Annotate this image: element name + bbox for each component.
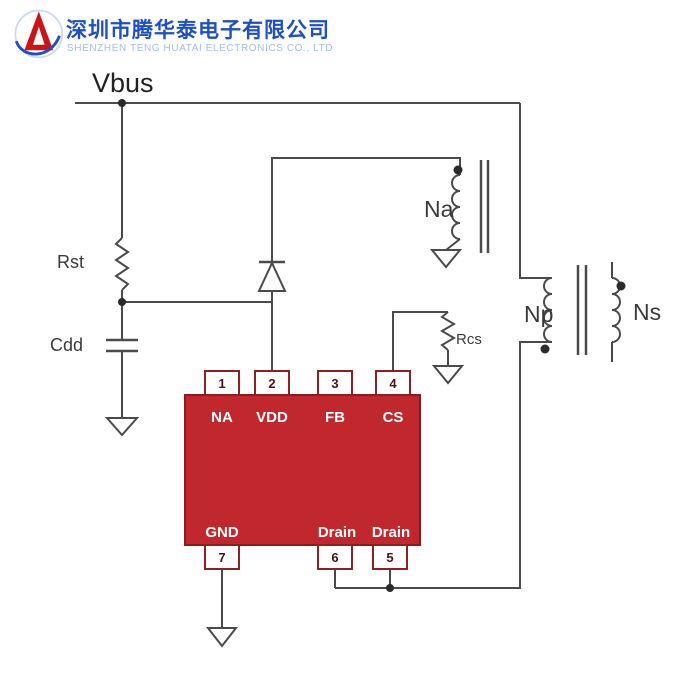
ic-pin-2: 2 bbox=[254, 370, 290, 396]
na-winding bbox=[451, 160, 490, 253]
ground-symbols bbox=[104, 249, 465, 648]
main-transformer bbox=[540, 265, 626, 355]
ic-pin-7: 7 bbox=[204, 544, 240, 570]
ic-chip: 1 2 3 4 7 6 bbox=[184, 370, 421, 570]
ns-polarity-dot bbox=[616, 281, 626, 291]
logo-ring bbox=[14, 9, 64, 59]
ic-pin-5-box bbox=[372, 544, 408, 570]
ic-pin-4-number: 4 bbox=[389, 376, 397, 391]
ground-rcs bbox=[431, 365, 465, 385]
rcs-zigzag bbox=[440, 311, 456, 351]
ic-pin-2-number: 2 bbox=[268, 376, 275, 391]
ground-ic bbox=[205, 627, 239, 648]
na-polarity-dot bbox=[453, 165, 463, 175]
ic-body bbox=[184, 394, 421, 546]
wire-na-to-gnd bbox=[445, 238, 461, 251]
rcs-label: Rcs bbox=[456, 331, 482, 348]
ic-label-fb: FB bbox=[325, 409, 345, 426]
na-coil bbox=[451, 174, 461, 240]
wire-rail-to-np-top bbox=[519, 103, 552, 279]
ic-pin-6-number: 6 bbox=[331, 550, 338, 565]
ic-pin-7-box bbox=[204, 544, 240, 570]
junction-drain bbox=[386, 584, 394, 592]
company-header: 深圳市腾华泰电子有限公司 SHENZHEN TENG HUATAI ELECTR… bbox=[0, 0, 700, 70]
company-name-cn: 深圳市腾华泰电子有限公司 bbox=[66, 19, 330, 42]
ic-pin-4: 4 bbox=[375, 370, 411, 396]
ic-pin-3-number: 3 bbox=[331, 376, 338, 391]
ic-pin-5: 5 bbox=[372, 544, 408, 570]
ic-label-drain-2: Drain bbox=[372, 524, 410, 541]
ic-pin-1: 1 bbox=[204, 370, 240, 396]
cdd-label: Cdd bbox=[50, 335, 83, 355]
ic-pin-1-number: 1 bbox=[218, 376, 225, 391]
company-logo-icon bbox=[14, 9, 64, 59]
ic-pin-7-number: 7 bbox=[218, 550, 225, 565]
ic-pin-1-box bbox=[204, 370, 240, 396]
ic-label-gnd: GND bbox=[205, 524, 239, 541]
diode bbox=[257, 260, 287, 292]
wire-cs-to-rcs bbox=[392, 311, 448, 371]
ground-cdd bbox=[104, 417, 140, 437]
component-labels: Vbus Rst Cdd Na Np Ns Rcs bbox=[50, 68, 661, 355]
ic-label-drain-1: Drain bbox=[318, 524, 356, 541]
rst-label: Rst bbox=[57, 252, 84, 272]
junction-dots bbox=[118, 99, 394, 592]
np-coil bbox=[543, 277, 553, 343]
resistor-rst bbox=[114, 237, 130, 291]
na-label: Na bbox=[424, 196, 454, 222]
logo-triangle-notch bbox=[32, 26, 45, 45]
ns-label: Ns bbox=[633, 299, 661, 325]
ic-label-vdd: VDD bbox=[256, 409, 288, 426]
ic-pin-3: 3 bbox=[317, 370, 353, 396]
vbus-label: Vbus bbox=[92, 68, 154, 98]
ic-pin-2-box bbox=[254, 370, 290, 396]
np-label: Np bbox=[524, 301, 553, 327]
wire-np-bottom-to-drain bbox=[335, 341, 552, 589]
company-name-en: SHENZHEN TENG HUATAI ELECTRONICS CO., LT… bbox=[67, 43, 334, 54]
ns-coil bbox=[611, 277, 621, 343]
capacitor-cdd bbox=[106, 338, 138, 353]
resistor-rcs bbox=[440, 311, 456, 351]
ic-pin-4-box bbox=[375, 370, 411, 396]
ic-pin-6: 6 bbox=[317, 544, 353, 570]
rst-zigzag bbox=[114, 237, 130, 291]
ic-pin-6-box bbox=[317, 544, 353, 570]
np-polarity-dot bbox=[540, 344, 550, 354]
ground-na bbox=[429, 249, 463, 269]
ic-label-cs: CS bbox=[383, 409, 404, 426]
junction-vbus bbox=[118, 99, 126, 107]
ic-pin-3-box bbox=[317, 370, 353, 396]
logo-swoosh bbox=[14, 35, 61, 56]
ic-pin-5-number: 5 bbox=[386, 550, 393, 565]
diode-triangle bbox=[257, 260, 287, 292]
junction-rst-cdd bbox=[118, 298, 126, 306]
wires bbox=[75, 102, 613, 628]
ic-label-na: NA bbox=[211, 409, 233, 426]
